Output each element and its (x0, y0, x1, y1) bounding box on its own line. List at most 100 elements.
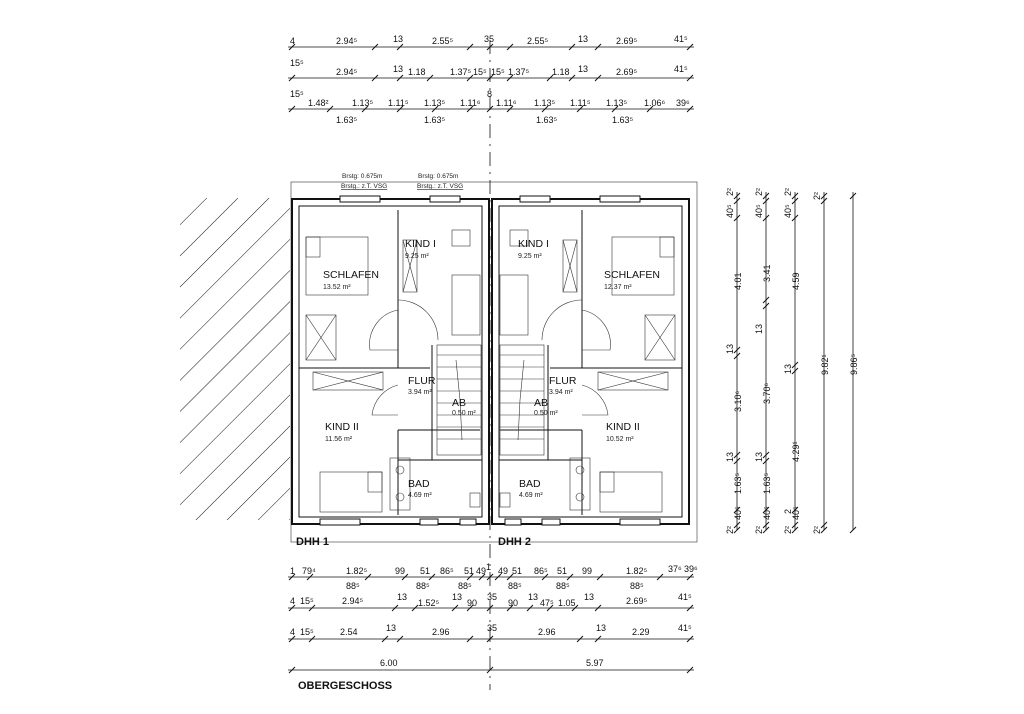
dim: 1.05 (558, 598, 576, 608)
dimension-tick (486, 43, 494, 51)
dim: 51 (557, 566, 567, 576)
dimension-tick (486, 74, 494, 82)
dim: 15⁵ (300, 627, 314, 637)
dim: 41⁵ (674, 34, 688, 44)
dim: 15⁵ (491, 67, 505, 77)
dim: 2² (754, 188, 764, 196)
dim: 47⁵ (540, 598, 554, 608)
dimension-tick (791, 526, 799, 534)
unit-label-dhh1: DHH 1 (296, 536, 329, 548)
room-name-bad-left: BAD (408, 478, 430, 490)
dimension-tick (526, 604, 534, 612)
dimension-tick (849, 192, 857, 200)
dim: 1.37⁵ (508, 67, 530, 77)
dimension-tick (506, 105, 514, 113)
dim: 1.82⁵ (626, 566, 648, 576)
dim: 2 (783, 509, 793, 514)
dimension-tick (594, 635, 602, 643)
note-brstg-left: Brstg: 0.675m (342, 173, 382, 180)
dimension-tick (431, 105, 439, 113)
dim: 1.11⁵ (388, 98, 409, 108)
dim: 2.69⁵ (616, 36, 638, 46)
dimension-tick (541, 573, 549, 581)
dim: 13 (584, 592, 594, 602)
dimension-tick (396, 43, 404, 51)
dimension-tick (762, 526, 770, 534)
dimension-tick (326, 105, 334, 113)
dim: 1.37⁵ (450, 67, 472, 77)
dimension-tick (546, 604, 554, 612)
dim: 13 (578, 64, 588, 74)
note-brstg-right: Brstg: 0.675m (418, 173, 458, 180)
dim: 1.63⁵ (762, 472, 772, 494)
dim: 2² (725, 188, 735, 196)
dimension-tick (820, 197, 828, 205)
dimension-tick (762, 296, 770, 304)
dim: 35 (487, 592, 497, 602)
dim: 1.13⁵ (424, 98, 446, 108)
room-area-flur-right: 3.94 m² (549, 389, 573, 396)
dim: 99 (582, 566, 592, 576)
dim: 3.41 (762, 264, 772, 282)
dimension-tick (308, 604, 316, 612)
note-vsg-left: Brstg.: z.T. VSG (341, 183, 387, 190)
dim: 13 (725, 344, 735, 354)
dimension-tick (762, 457, 770, 465)
dim: 4.29¹ (791, 441, 801, 462)
dim: 40⁵ (733, 506, 743, 520)
dim: 9.86⁵ (849, 353, 859, 375)
dimension-tick (288, 105, 296, 113)
dimension-tick (506, 604, 514, 612)
dimension-tick (791, 506, 799, 514)
dimension-tick (791, 197, 799, 205)
dim: 1.11⁶ (496, 98, 517, 108)
dimension-tick (733, 352, 741, 360)
dimension-tick (568, 43, 576, 51)
right-dimension-texts: 2² 40⁵ 4.01 13 3.10⁶ 13 1.63⁵ 40⁵ 2² 2² … (725, 188, 859, 534)
dim: 39⁶ (676, 98, 690, 108)
room-name-flur-right: FLUR (549, 375, 577, 387)
room-name-ab-right: AB (534, 397, 548, 409)
room-area-ab-left: 0.50 m² (452, 410, 476, 417)
dimension-tick (371, 43, 379, 51)
dimension-tick (594, 604, 602, 612)
dimension-tick (546, 74, 554, 82)
dim: 40⁵ (725, 204, 735, 218)
dim: 49 (498, 566, 508, 576)
room-area-bad-right: 4.69 m² (519, 492, 543, 499)
dim: 35 (484, 34, 494, 44)
dim: 3.70⁶ (762, 382, 772, 404)
dimension-tick (576, 635, 584, 643)
dimension-tick (466, 74, 474, 82)
dimension-tick (820, 521, 828, 529)
room-area-ab-right: 0.50 m² (534, 410, 558, 417)
room-area-bad-left: 4.69 m² (408, 492, 432, 499)
bottom-dimension-texts: 1 79⁴ 1.82⁵ 99 51 86⁵ 51 49 1 49 51 86⁵ … (290, 562, 698, 668)
dim: 9.82¹ (820, 354, 830, 375)
dim: 88⁵ (556, 581, 570, 591)
dimension-tick (486, 604, 494, 612)
dimension-tick (762, 521, 770, 529)
dimension-tick (451, 604, 459, 612)
room-name-kind1-right: KIND I (518, 238, 549, 250)
dimension-tick (478, 573, 486, 581)
dim: 2.96 (432, 627, 450, 637)
dim: 13 (783, 364, 793, 374)
dim: 41⁵ (678, 592, 692, 602)
dim: 40⁵ (762, 506, 772, 520)
dim: 1.63⁵ (424, 115, 446, 125)
dim: 1.18 (408, 67, 426, 77)
dimension-tick (506, 74, 514, 82)
dim: 1.13⁵ (352, 98, 374, 108)
house-left (291, 195, 490, 526)
dimension-tick (791, 192, 799, 200)
dim: 90 (467, 598, 477, 608)
dim: 1.48² (308, 98, 329, 108)
bed-kind1-right (499, 274, 529, 336)
dim: 86⁵ (534, 566, 548, 576)
dim: 13 (528, 592, 538, 602)
dimension-tick (594, 43, 602, 51)
dim: 4 (290, 627, 295, 637)
dim: 1.11⁵ (570, 98, 591, 108)
dimension-tick (288, 74, 296, 82)
